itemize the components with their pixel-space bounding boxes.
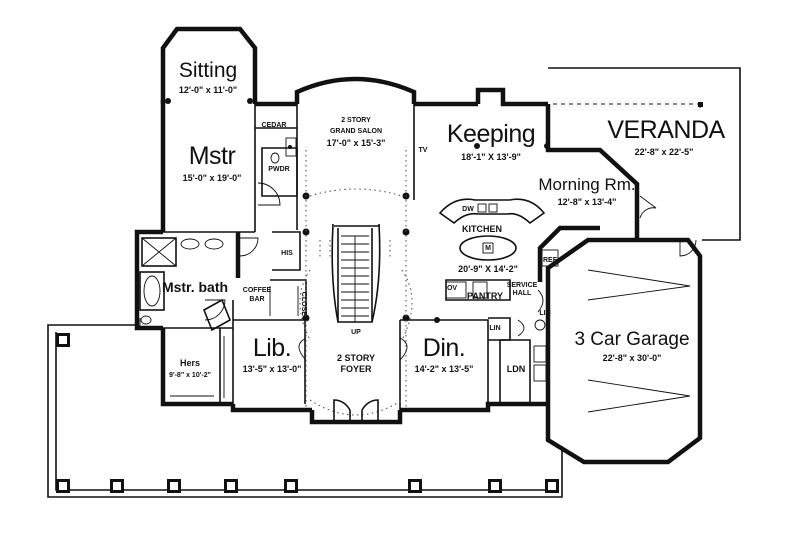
room-name-hers: Hers: [180, 358, 200, 368]
room-name-keeping: Keeping: [447, 120, 535, 148]
room-name-master-bath: Mstr. bath: [162, 279, 228, 295]
room-dims-master: 15'-0" x 19'-0": [183, 173, 242, 183]
room-dims-dining: 14'-2" x 13'-5": [415, 364, 474, 374]
room-dims-morning: 12'-8" x 13'-4": [558, 197, 617, 207]
foyer-line1: 2 STORY: [337, 353, 375, 363]
room-dims-kitchen: 20'-9" X 14'-2": [458, 264, 518, 274]
label-closet: CLOSET: [300, 292, 307, 321]
porch-columns: [56, 333, 559, 493]
room-name-kitchen: KITCHEN: [462, 224, 502, 234]
foyer-line2: FOYER: [340, 364, 372, 374]
label-coffee: COFFEE: [243, 287, 272, 294]
exterior-walls: [134, 26, 703, 465]
veranda-outline: [548, 67, 741, 241]
door-swings: [204, 182, 697, 361]
label-m: M: [485, 245, 491, 252]
label-bar: BAR: [249, 296, 264, 303]
room-dims-hers: 9'-8" x 10'-2": [169, 372, 211, 379]
room-name-master: Mstr: [189, 142, 236, 170]
salon-line1: 2 STORY: [341, 117, 371, 124]
room-dims-library: 13'-5" x 13'-0": [243, 364, 302, 374]
label-pantry: PANTRY: [467, 291, 503, 301]
label-ov: OV: [447, 285, 457, 292]
room-name-library: Lib.: [253, 334, 291, 362]
room-name-veranda: VERANDA: [607, 116, 725, 144]
salon-line2: GRAND SALON: [330, 128, 382, 135]
label-pwdr: PWDR: [268, 166, 289, 173]
label-service: SERVICE: [507, 282, 538, 289]
powder-fixtures: [270, 137, 297, 164]
room-dims-veranda: 22'-8" x 22'-5": [635, 147, 694, 157]
label-up: UP: [351, 329, 361, 336]
label-lin-2: LIN: [539, 310, 550, 317]
master-bath-fixtures: [139, 237, 232, 332]
label-cedar: CEDAR: [262, 122, 287, 129]
label-dw: DW: [462, 206, 474, 213]
grand-staircase: [331, 223, 381, 323]
front-doors: [333, 399, 379, 422]
room-name-ldn: LDN: [507, 364, 526, 374]
room-dims-garage: 22'-8" x 30'-0": [603, 353, 662, 363]
room-name-garage: 3 Car Garage: [574, 329, 689, 350]
kitchen-fixtures: [438, 198, 559, 299]
ceiling-dashes: [299, 150, 413, 416]
laundry-fixtures: [533, 319, 547, 382]
room-name-dining: Din.: [423, 334, 465, 362]
room-dims-keeping: 18'-1" X 13'-9": [461, 152, 521, 162]
label-lin-1: LIN: [489, 325, 500, 332]
garage-marks: [587, 269, 691, 413]
label-his: HIS: [281, 250, 293, 257]
room-dims-salon: 17'-0" x 15'-3": [327, 138, 386, 148]
label-hall: HALL: [513, 290, 532, 297]
label-tv: TV: [419, 147, 428, 154]
room-name-morning: Morning Rm.: [538, 175, 635, 194]
label-ref: REF: [543, 257, 558, 264]
closet-shelves: [170, 286, 299, 398]
room-name-sitting: Sitting: [179, 59, 237, 82]
room-dims-sitting: 12'-0" x 11'-0": [179, 85, 237, 95]
